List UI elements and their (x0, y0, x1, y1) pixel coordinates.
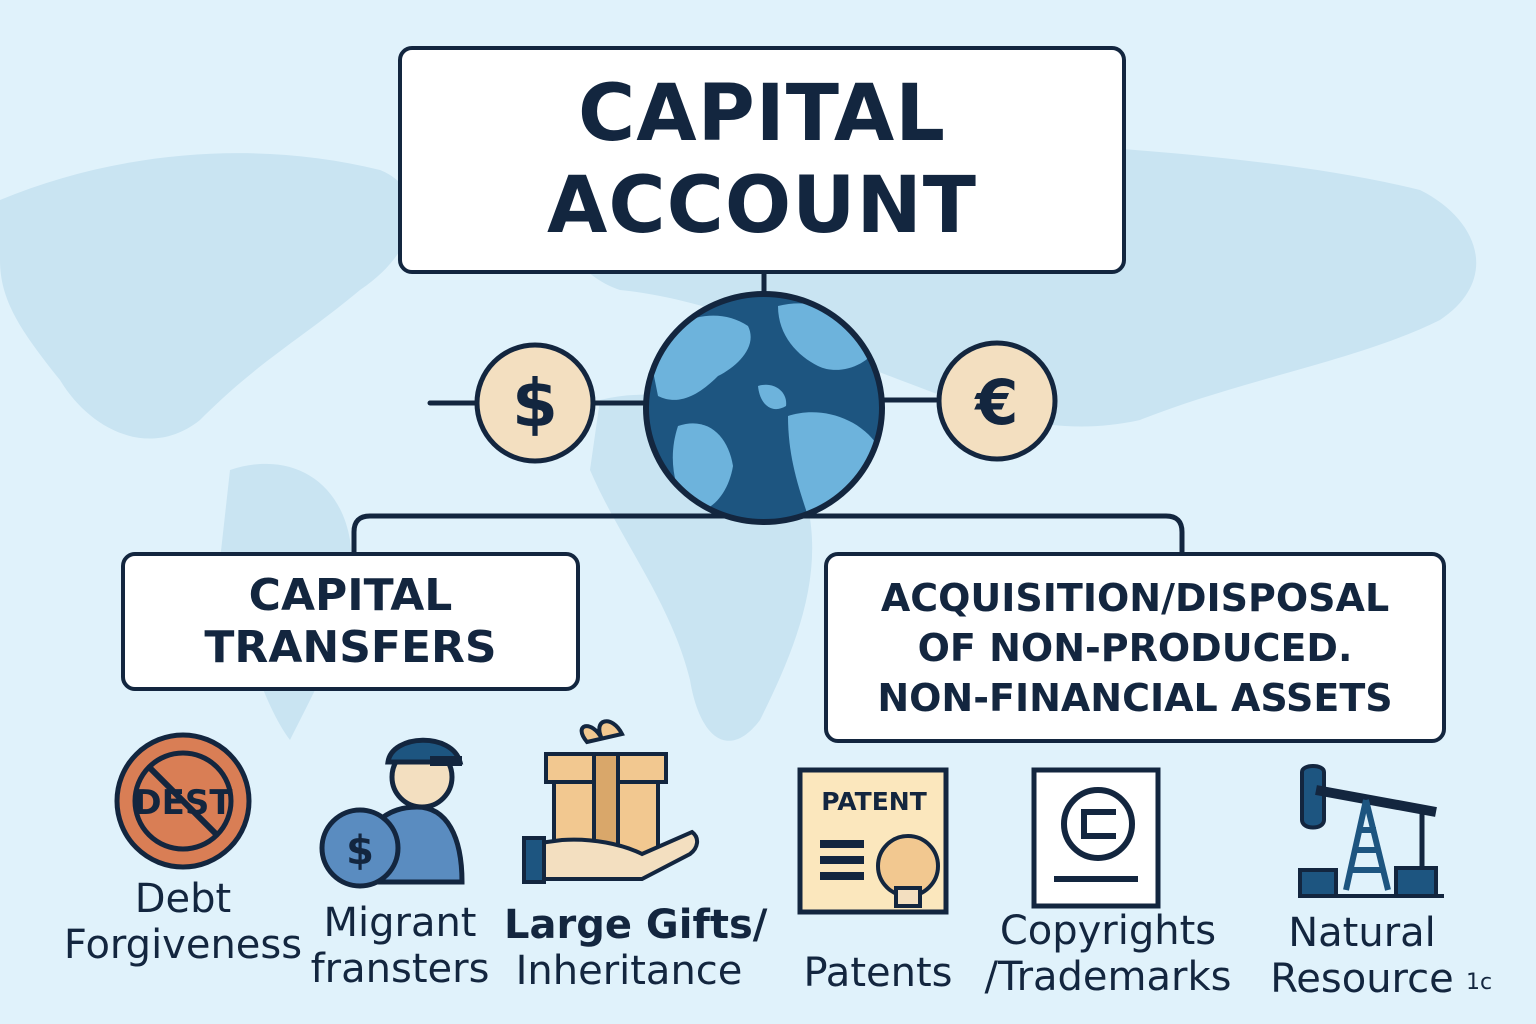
patent-certificate-icon: PATENT (797, 767, 949, 915)
globe-icon (643, 291, 885, 525)
corner-mark: 1c (1466, 970, 1493, 995)
debt-forgiveness-caption: Debt Forgiveness (60, 876, 306, 968)
capital-transfers-box: CAPITAL TRANSFERS (121, 552, 580, 691)
oil-pump-icon (1298, 764, 1444, 898)
migrant-icon: $ (319, 737, 465, 889)
migrant-caption: Migrant fransters (305, 900, 495, 992)
euro-symbol: € (973, 366, 1018, 439)
euro-coin-icon: € (936, 340, 1058, 462)
capital-transfers-line-1: CAPITAL (248, 569, 453, 621)
copyrights-line-1: Copyrights (999, 908, 1217, 954)
natural-resource-line-1: Natural (1288, 910, 1436, 956)
capital-account-title-box: CAPITAL ACCOUNT (398, 46, 1126, 274)
non-produced-assets-box: ACQUISITION/DISPOSAL OF NON-PRODUCED. NO… (824, 552, 1446, 743)
migrant-line-2: fransters (310, 946, 490, 992)
copyright-icon (1031, 767, 1161, 909)
title-line-2: ACCOUNT (547, 161, 977, 251)
dollar-symbol: $ (512, 365, 558, 442)
migrant-line-1: Migrant (323, 900, 477, 946)
debt-forgiveness-line-1: Debt (134, 876, 232, 922)
patents-line-1: Patents (803, 950, 953, 996)
assets-line-3: NON-FINANCIAL ASSETS (877, 675, 1393, 720)
assets-line-2: OF NON-PRODUCED. (917, 625, 1353, 670)
patent-doc-label: PATENT (821, 787, 927, 816)
title-line-1: CAPITAL (577, 69, 947, 159)
assets-line-1: ACQUISITION/DISPOSAL (880, 575, 1390, 620)
migrant-coin-symbol: $ (346, 828, 374, 874)
gift-caption: Large Gifts/ Inheritance (504, 902, 768, 994)
dollar-coin-icon: $ (474, 342, 596, 464)
gift-hand-icon (522, 719, 699, 884)
gift-line-2: Inheritance (515, 948, 743, 994)
copyrights-line-2: /Trademarks (984, 954, 1232, 1000)
gift-line-1: Large Gifts/ (504, 902, 768, 948)
natural-resource-line-2: Resource (1270, 956, 1454, 1002)
debt-forgiveness-icon: DEST (114, 732, 252, 870)
patents-caption: Patents (790, 950, 966, 996)
copyrights-caption: Copyrights /Trademarks (978, 908, 1238, 1000)
natural-resource-caption: Natural Resource (1262, 910, 1462, 1002)
capital-transfers-line-2: TRANSFERS (204, 621, 497, 673)
debt-forgiveness-line-2: Forgiveness (63, 922, 303, 968)
